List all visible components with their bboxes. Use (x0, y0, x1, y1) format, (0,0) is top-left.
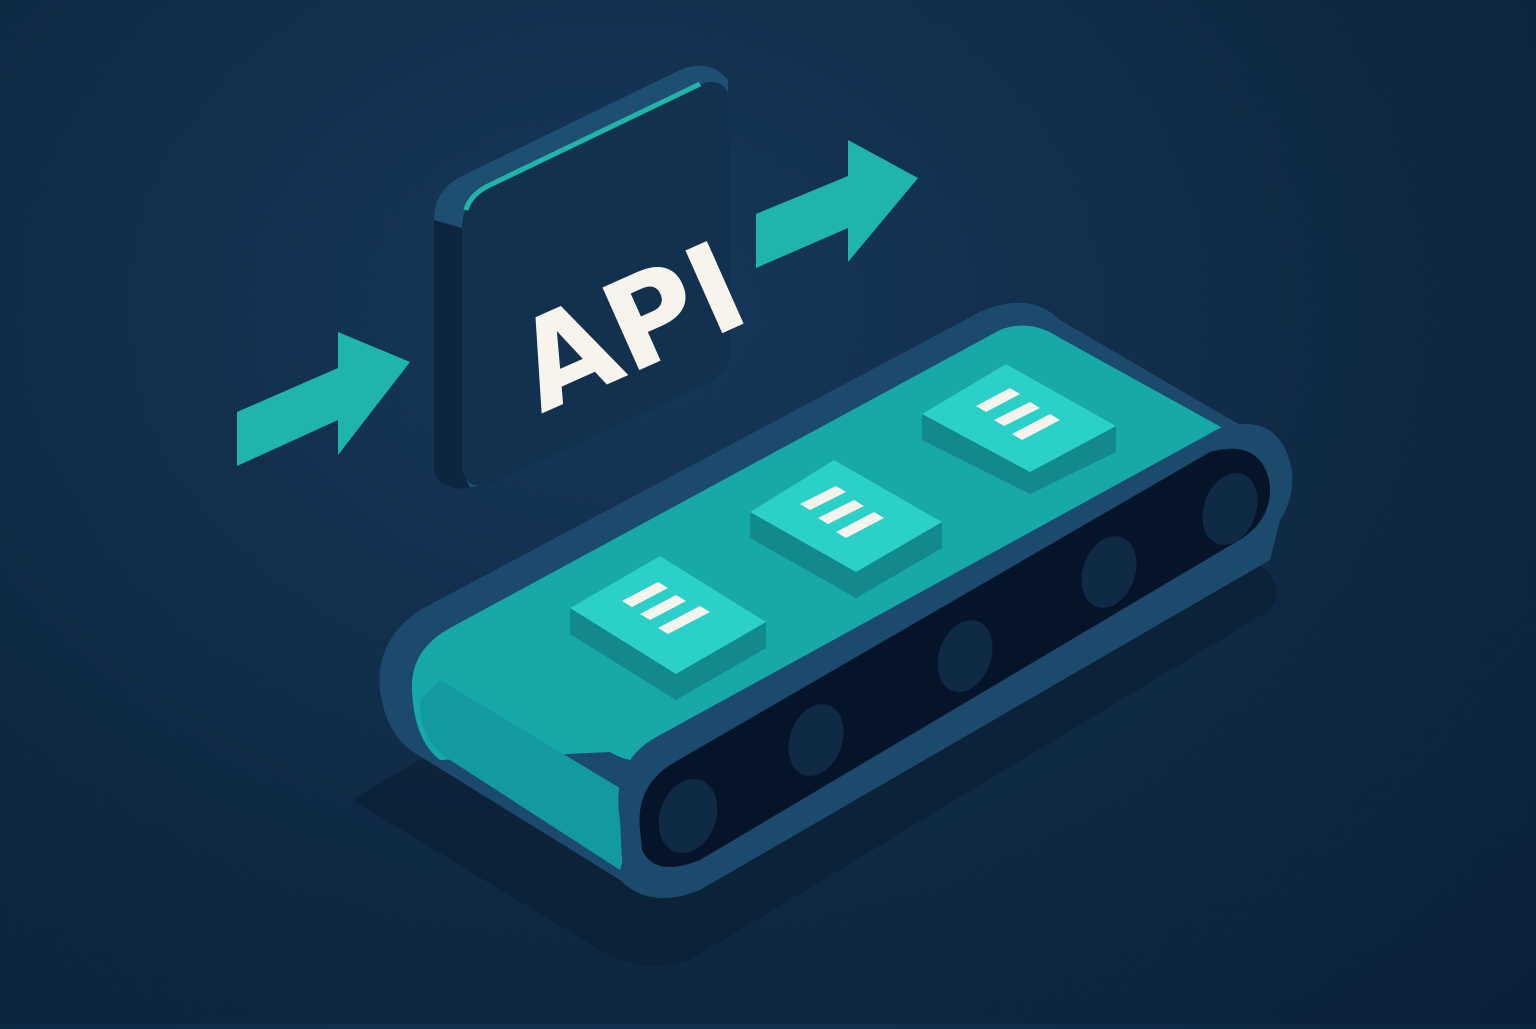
lines-icon (976, 388, 1060, 440)
conveyor-rollers (658, 473, 1258, 853)
data-packet-1 (570, 556, 766, 700)
roller (1081, 536, 1137, 608)
roller (937, 620, 993, 692)
lines-icon (622, 582, 710, 634)
output-arrow-icon (756, 140, 918, 268)
lines-icon (800, 486, 884, 538)
roller (658, 779, 718, 853)
input-arrow-icon (237, 332, 410, 466)
api-block (434, 65, 730, 489)
roller (788, 704, 844, 776)
data-packet-2 (750, 460, 942, 598)
roller (1202, 473, 1258, 545)
data-packet-3 (922, 364, 1116, 494)
